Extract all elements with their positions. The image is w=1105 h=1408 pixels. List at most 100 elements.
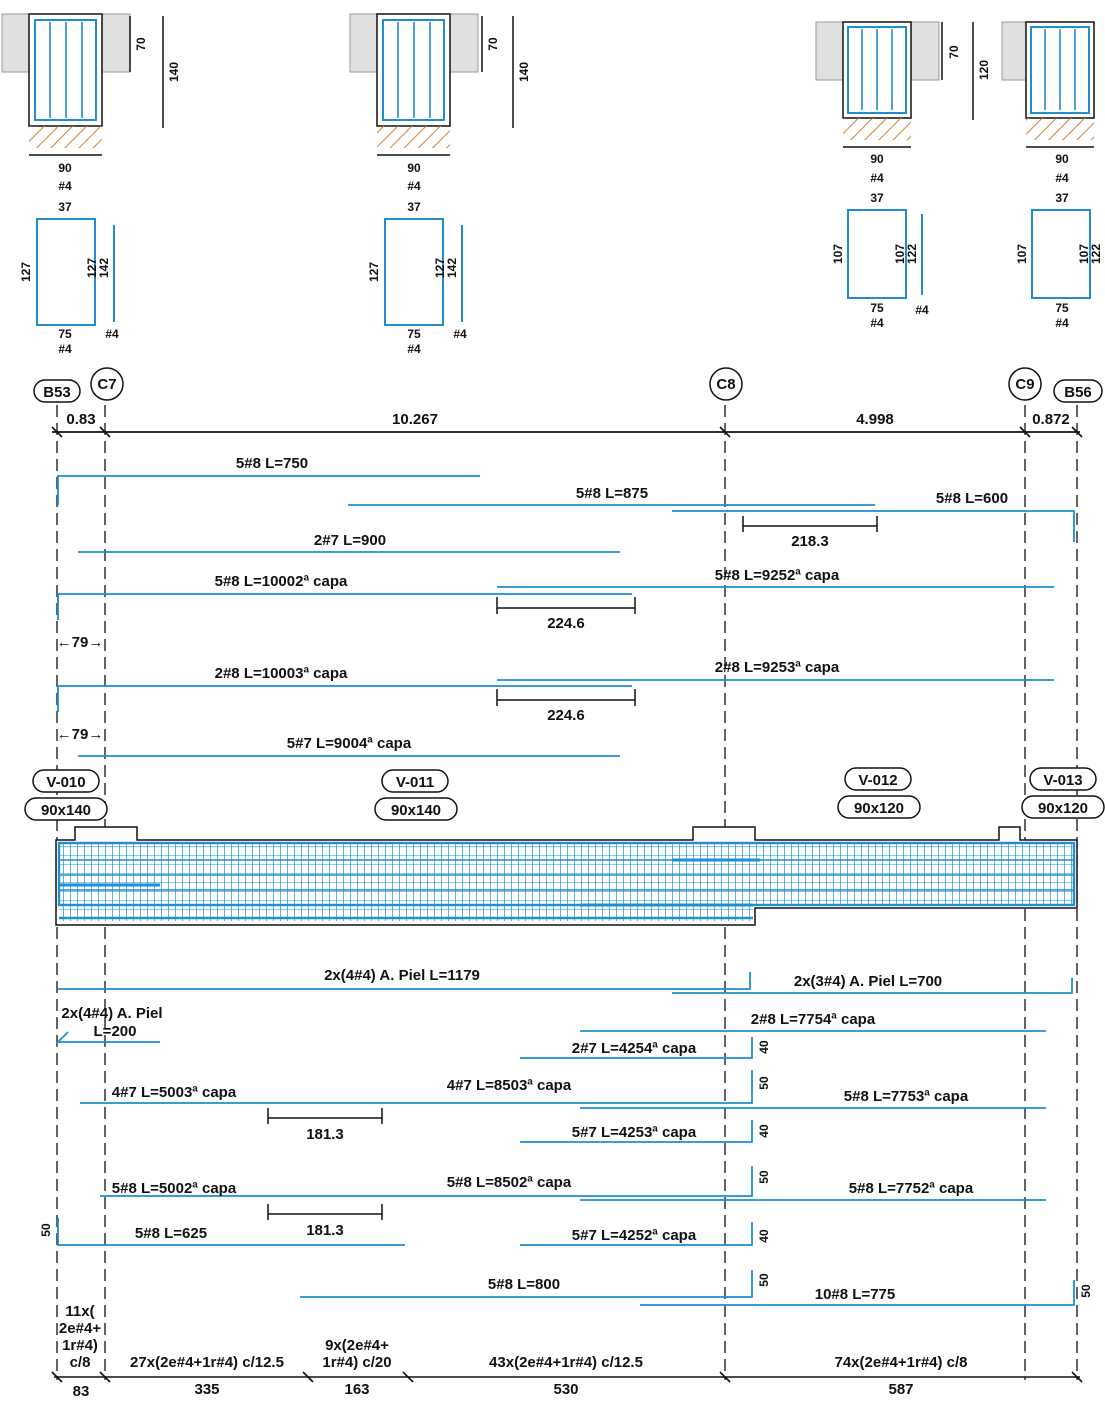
- stirrup-spec: 27x(2e#4+1r#4) c/12.5: [130, 1354, 284, 1371]
- anchor-dim: 50: [757, 1170, 771, 1184]
- top-dim-label: 224.6: [547, 615, 585, 632]
- rebar-top-5: [57, 593, 632, 620]
- slab-right: [101, 13, 131, 73]
- rebar-bottom-14: [640, 1280, 1075, 1306]
- slab-left: [349, 13, 379, 73]
- section-2: 70 140 90 #4 37 127 127 142 75 #4 #4: [349, 13, 531, 356]
- anchor-dim: ←79→: [57, 634, 104, 651]
- stirrup-bar: #4: [1055, 316, 1069, 330]
- stirrup-right-b: 142: [97, 258, 111, 278]
- soil-hatch: [377, 126, 450, 148]
- slab-right: [449, 13, 479, 73]
- stirrup-bar: #4: [407, 342, 421, 356]
- beam-id: V-012: [858, 772, 897, 789]
- dim-width: 90: [870, 152, 884, 166]
- dim-h2: 120: [977, 60, 991, 80]
- dim-width: 90: [407, 161, 421, 175]
- stirrup-length: 335: [194, 1381, 219, 1398]
- anchor-dim: 40: [757, 1124, 771, 1138]
- stirrup-bottom: 75: [1055, 301, 1069, 315]
- stirrup-mesh: [59, 843, 1074, 905]
- axis-tag-b53: B53: [33, 379, 81, 403]
- axis-name: C8: [716, 376, 735, 393]
- beam-tag-v012: V-012 90x120: [837, 767, 921, 819]
- stirrup-right-b: 122: [905, 244, 919, 264]
- bar-label: #4: [870, 171, 884, 185]
- span-label: 10.267: [392, 411, 438, 428]
- top-bar-label: 5#7 L=9004ª capa: [287, 735, 412, 752]
- stirrup-spec: 43x(2e#4+1r#4) c/12.5: [489, 1354, 643, 1371]
- axis-tag-c8: C8: [709, 367, 743, 401]
- axis-tag-c7: C7: [90, 367, 124, 401]
- stirrup-side-bar: #4: [105, 327, 119, 341]
- bottom-bar-label: 4#7 L=5003ª capa: [112, 1084, 237, 1101]
- beam-rebar-frame: [57, 841, 1076, 907]
- stirrup-left: 127: [19, 262, 33, 282]
- soil-hatch: [29, 126, 102, 148]
- top-bar-label: 5#8 L=600: [936, 490, 1008, 507]
- bottom-dim-label: 181.3: [306, 1222, 344, 1239]
- axis-tag-c9: C9: [1008, 367, 1042, 401]
- anchor-dim: 50: [39, 1223, 53, 1237]
- bottom-bar-label: 5#8 L=7752ª capa: [849, 1180, 974, 1197]
- beam-tag-v010: V-010 90x140: [24, 769, 108, 821]
- top-bar-label: 5#8 L=750: [236, 455, 308, 472]
- beam-size: 90x120: [854, 800, 904, 817]
- stirrup-shape: [1031, 209, 1091, 299]
- beam-id: V-013: [1043, 772, 1082, 789]
- top-bar-label: 2#8 L=9253ª capa: [715, 659, 840, 676]
- stirrup-top: 37: [870, 191, 884, 205]
- rebar-top-3: [672, 510, 1075, 542]
- stirrup-bottom: 75: [58, 327, 72, 341]
- anchor-dim: ←79→: [57, 726, 104, 743]
- stirrup-top: 37: [1055, 191, 1069, 205]
- rebar-bottom-12: [520, 1222, 753, 1246]
- slab-left: [1001, 21, 1029, 81]
- stirrup-spec: c/8: [70, 1354, 91, 1371]
- beam-tag-v013: V-013 90x120: [1021, 767, 1105, 819]
- bottom-bar-label: 10#8 L=775: [815, 1286, 896, 1303]
- bottom-bar-label: 2x(3#4) A. Piel L=700: [794, 973, 942, 990]
- bottom-bar-label: 5#7 L=4252ª capa: [572, 1227, 697, 1244]
- section-1: 70 140 90 #4 37 127 127 142 75 #4 #4: [1, 13, 181, 356]
- axis-name: B53: [43, 384, 71, 401]
- top-dim-lines: [496, 516, 878, 706]
- beam-id: V-010: [46, 774, 85, 791]
- stirrup-spec: 9x(2e#4+: [325, 1337, 389, 1354]
- bar-label: #4: [58, 179, 72, 193]
- bar-label: #4: [1055, 171, 1069, 185]
- dim-h2: 140: [517, 62, 531, 82]
- stirrup-spec: 1r#4): [62, 1337, 98, 1354]
- stirrup-top: 37: [58, 200, 72, 214]
- anchor-dim: 50: [757, 1076, 771, 1090]
- stirrup-right-b: 142: [445, 258, 459, 278]
- slab-left: [1, 13, 31, 73]
- stirrup-left: 107: [1015, 244, 1029, 264]
- top-bar-label: 5#8 L=9252ª capa: [715, 567, 840, 584]
- section-4: 90 #4 37 107 107 122 75 #4: [1001, 21, 1103, 330]
- stirrup-length: 83: [73, 1383, 90, 1400]
- rebar-bottom-3: [55, 1031, 160, 1043]
- soil-hatch: [843, 118, 911, 140]
- dim-width: 90: [58, 161, 72, 175]
- bottom-dim-lines: [267, 1108, 383, 1220]
- stirrup-outline: [847, 26, 907, 114]
- rebar-top-1: [57, 475, 480, 505]
- stirrup-length: 530: [553, 1381, 578, 1398]
- rebar-bottom-1: [58, 972, 751, 990]
- anchor-dim: 50: [1079, 1284, 1093, 1298]
- bottom-bar-label: 2x(4#4) A. Piel: [61, 1005, 162, 1022]
- soil-hatch: [1026, 118, 1094, 140]
- dim-h1: 70: [947, 45, 961, 59]
- dim-h1: 70: [486, 37, 500, 51]
- stirrup-dim-line: [51, 1371, 1083, 1383]
- stirrup-right-a: 107: [893, 244, 907, 264]
- beam-size: 90x140: [41, 802, 91, 819]
- top-bar-label: 2#8 L=10003ª capa: [215, 665, 348, 682]
- rebar-bottom-9: [100, 1166, 753, 1197]
- stirrup-left: 127: [367, 262, 381, 282]
- span-label: 0.872: [1032, 411, 1070, 428]
- bottom-bar-label: 4#7 L=8503ª capa: [447, 1077, 572, 1094]
- stirrup-length: 163: [344, 1381, 369, 1398]
